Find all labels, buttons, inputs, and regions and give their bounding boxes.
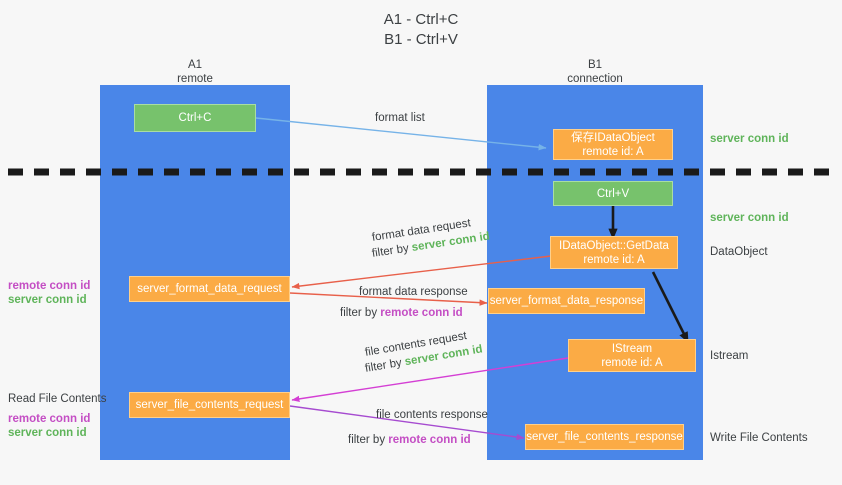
annotation-remote-conn-id-lower: remote conn id [8,413,91,425]
lane-header-a1-name: A1 [187,59,203,71]
node-ctrl-v[interactable]: Ctrl+V [553,181,673,206]
node-idataobject-getdata-line1: IDataObject::GetData [559,239,669,252]
lane-header-b1: B1 connection [487,58,703,86]
edge-label-format-data-request: format data request filter by server con… [371,217,490,262]
lane-header-b1-sub: connection [567,73,623,85]
node-istream-line2: remote id: A [601,356,663,369]
node-ctrl-c-label: Ctrl+C [178,112,212,124]
filter-prefix: filter by [348,434,389,446]
annotation-server-conn-id-top: server conn id [710,133,789,145]
node-server-format-data-request-label: server_format_data_request [137,283,282,295]
node-server-format-data-response[interactable]: server_format_data_response [488,288,645,314]
title-line-2: B1 - Ctrl+V [384,31,458,48]
node-save-idataobject[interactable]: 保存IDataObject remote id: A [553,129,673,160]
edge-label-format-list: format list [375,112,425,124]
node-server-format-data-request[interactable]: server_format_data_request [129,276,290,302]
node-idataobject-getdata[interactable]: IDataObject::GetData remote id: A [550,236,678,269]
node-server-file-contents-response-label: server_file_contents_response [526,431,683,443]
node-server-file-contents-request-label: server_file_contents_request [135,399,284,411]
annotation-server-conn-id-upper: server conn id [8,294,87,306]
annotation-remote-conn-id-upper: remote conn id [8,280,91,292]
node-server-file-contents-response[interactable]: server_file_contents_response [525,424,684,450]
title-line-1: A1 - Ctrl+C [383,11,459,28]
node-ctrl-c[interactable]: Ctrl+C [134,104,256,132]
lane-header-a1-sub: remote [177,73,213,85]
node-idataobject-getdata-line2: remote id: A [583,253,645,266]
diagram-title: A1 - Ctrl+C B1 - Ctrl+V [0,10,842,50]
node-ctrl-v-label: Ctrl+V [596,187,630,200]
annotation-write-file-contents: Write File Contents [710,432,808,444]
annotation-read-file-contents: Read File Contents [8,393,107,405]
annotation-dataobject: DataObject [710,246,768,258]
node-save-idataobject-line1: 保存IDataObject [571,131,655,144]
annotation-istream: Istream [710,350,749,362]
node-server-file-contents-request[interactable]: server_file_contents_request [129,392,290,418]
annotation-server-conn-id-lower: server conn id [8,427,87,439]
filter-prefix: filter by [340,307,381,319]
filter-key-remote-conn-id: remote conn id [388,434,471,446]
edge-label-file-contents-request: file contents request filter by server c… [364,330,483,377]
lane-header-b1-name: B1 [587,59,603,71]
lane-header-a1: A1 remote [100,58,290,86]
annotation-server-conn-id-mid: server conn id [710,212,789,224]
node-istream[interactable]: IStream remote id: A [568,339,696,372]
filter-key-remote-conn-id: remote conn id [380,307,463,319]
node-istream-line1: IStream [611,342,653,355]
edge-label-format-data-response: format data response [359,286,468,298]
edge-label-file-contents-response-filter: filter by remote conn id [348,433,471,448]
edge-label-file-contents-response: file contents response [376,409,488,421]
node-server-format-data-response-label: server_format_data_response [489,295,644,307]
edge-label-format-data-response-filter: filter by remote conn id [340,306,463,321]
node-save-idataobject-line2: remote id: A [582,145,644,158]
